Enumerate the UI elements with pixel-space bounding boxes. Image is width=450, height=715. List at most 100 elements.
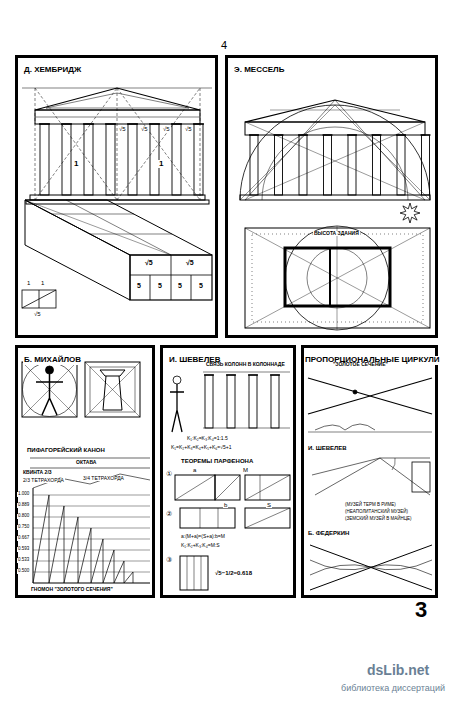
panel-title: Б. МИХАЙЛОВ <box>23 356 82 365</box>
drawing-stroke <box>36 374 63 415</box>
capital <box>298 134 308 135</box>
drawing-stroke <box>150 275 151 300</box>
capital <box>421 134 431 135</box>
drawing-stroke <box>218 508 219 528</box>
drawing-stroke <box>35 88 36 200</box>
drawing-stroke <box>117 88 200 200</box>
small-rectangle <box>22 290 56 308</box>
drawing-stroke <box>35 88 200 110</box>
drawing-stroke <box>308 432 432 433</box>
label: 0.593 <box>17 547 30 552</box>
step-line <box>91 528 92 583</box>
drawing-stroke <box>215 475 240 500</box>
label: ③ <box>165 556 173 563</box>
drawing-stroke <box>171 255 172 300</box>
drawing-stroke <box>180 508 235 528</box>
panel: Д. ХЕМБРИДЖ <box>15 55 218 338</box>
drawing-stroke <box>194 556 195 590</box>
drawing-stroke <box>353 390 357 394</box>
column <box>299 135 307 195</box>
drawing-stroke <box>39 290 40 308</box>
canon-squares <box>22 362 140 417</box>
step-line <box>133 572 134 583</box>
label: √5−1/2=0.618 <box>214 570 253 576</box>
drawing-stroke <box>215 475 240 500</box>
column <box>106 124 115 195</box>
capital <box>347 134 357 135</box>
capital <box>274 134 284 135</box>
drawing-stroke <box>412 462 430 492</box>
column <box>275 135 283 195</box>
label: (НЕАПОЛИТАНСКИЙ МУЗЕЙ) <box>344 510 409 515</box>
label: ОКТАВА <box>75 460 97 465</box>
label: 1 <box>40 280 45 286</box>
drawing-stroke <box>240 195 430 200</box>
ratio-line <box>33 550 150 551</box>
proportion-box <box>25 200 212 300</box>
drawing-stroke <box>245 122 425 200</box>
drawing-stroke <box>200 88 201 200</box>
label: ТЕОРЕМЫ ПАРФЕНОНА <box>180 458 254 464</box>
drawing-stroke <box>245 475 290 500</box>
drawing-stroke <box>46 93 189 108</box>
step-line <box>64 506 65 583</box>
label: КВИНТА 2/3 <box>22 470 53 475</box>
label: 1.000 <box>17 492 30 497</box>
drawing-stroke <box>270 110 400 111</box>
drawing-stroke <box>329 248 331 306</box>
ratio-line <box>33 517 150 518</box>
column <box>128 124 137 195</box>
column <box>249 375 257 428</box>
drawing-stroke <box>308 378 432 414</box>
label: √5 <box>118 126 127 132</box>
drawing-stroke <box>66 200 171 255</box>
colonnade-figure <box>170 372 290 432</box>
drawing-stroke <box>170 384 184 432</box>
drawing-stroke <box>25 200 171 255</box>
label: K₁=K₂+K₃=K₄+K₅+K₆=√5+1 <box>170 445 233 450</box>
temple-facade-circles <box>240 100 431 200</box>
drawing-stroke <box>260 475 261 500</box>
column <box>373 135 381 195</box>
label: √5 <box>184 126 193 132</box>
drawing-stroke <box>117 88 200 200</box>
drawing-stroke <box>35 117 200 118</box>
label: 1 <box>73 160 79 168</box>
label: K₁:K₂=K₃:K₄=1:1.5 <box>186 436 229 441</box>
label: K₁:K₂+K₃:K₄=M:S <box>180 543 221 548</box>
drawing-stroke <box>245 475 290 500</box>
panel: ПРОПОРЦИОНАЛЬНЫЕ ЦИРКУЛИ <box>301 345 438 598</box>
drawing-stroke <box>30 458 150 459</box>
column <box>397 135 405 195</box>
drawing-stroke <box>201 556 202 590</box>
drawing-stroke <box>308 378 432 414</box>
capital <box>249 134 259 135</box>
proportional-compasses <box>308 378 432 590</box>
drawing-stroke <box>310 545 432 590</box>
label: 5 <box>177 282 183 289</box>
label: S <box>266 502 272 508</box>
label: √5 <box>144 259 154 266</box>
ratio-line <box>33 561 150 562</box>
column <box>227 375 235 428</box>
label: √5 <box>140 126 149 132</box>
drawing-stroke <box>285 226 389 330</box>
drawing-stroke <box>203 428 290 429</box>
panel: Э. МЕССЕЛЬ <box>225 55 438 338</box>
drawing-stroke <box>249 135 431 195</box>
column <box>84 124 93 195</box>
drawing-stroke <box>245 508 290 528</box>
label: 5 <box>198 282 204 289</box>
capital <box>149 123 160 124</box>
drawing-stroke <box>85 362 140 417</box>
watermark: библиотека диссертаций <box>340 684 446 693</box>
label: √5 <box>162 126 171 132</box>
label: √5 <box>185 259 195 266</box>
drawing-stroke <box>240 105 335 200</box>
drawing-stroke <box>26 200 209 204</box>
drawing-stroke <box>285 248 390 306</box>
drawing-stroke <box>315 458 380 495</box>
capital <box>204 374 214 375</box>
capital <box>323 134 333 135</box>
temple-plan <box>245 226 430 330</box>
